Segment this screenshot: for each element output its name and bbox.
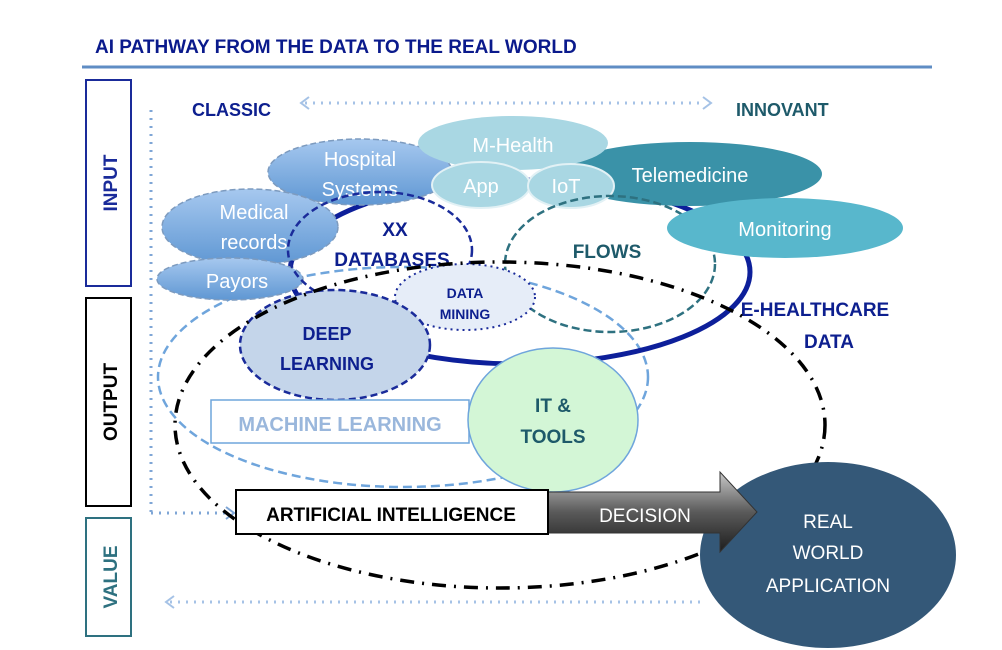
- artificial-intelligence-label: ARTIFICIAL INTELLIGENCE: [266, 505, 516, 526]
- monitoring-bubble: [667, 198, 903, 258]
- machine-learning-ellipse: [156, 265, 650, 489]
- deep-learning-label-1: DEEP: [302, 324, 351, 344]
- data-mining-bubble: [394, 263, 536, 331]
- mhealth-label: M-Health: [472, 135, 553, 157]
- deep-learning-bubble: [238, 288, 432, 402]
- hospital-label-2: Systems: [322, 179, 399, 201]
- ehealthcare-label-2: DATA: [804, 332, 854, 353]
- it-tools-label-1: IT &: [535, 396, 571, 417]
- classic-label: CLASSIC: [192, 100, 271, 120]
- telemedicine-bubble: [558, 142, 822, 206]
- axis-right-arrowhead: [702, 96, 713, 110]
- it-tools-label-2: TOOLS: [520, 427, 585, 448]
- mhealth-bubble: [418, 116, 608, 170]
- machine-learning-label: MACHINE LEARNING: [238, 414, 441, 436]
- real-world-label-3: APPLICATION: [766, 576, 890, 597]
- telemedicine-label: Telemedicine: [632, 165, 749, 187]
- decision-arrow: [539, 470, 758, 554]
- decision-label: DECISION: [599, 506, 691, 527]
- real-world-label-1: REAL: [803, 512, 853, 533]
- data-mining-label-2: MINING: [440, 306, 491, 322]
- flows-ellipse: [503, 194, 717, 334]
- flows-label: FLOWS: [573, 242, 642, 263]
- artificial-intelligence-box: [235, 489, 549, 535]
- databases-label: DATABASES: [334, 250, 449, 271]
- return-arrowhead: [164, 595, 175, 609]
- payors-label: Payors: [206, 271, 268, 293]
- title: AI PATHWAY FROM THE DATA TO THE REAL WOR…: [95, 37, 577, 58]
- value-box: [85, 517, 132, 637]
- databases-ellipse: [286, 190, 474, 310]
- artificial-intelligence-ellipse: [173, 260, 827, 590]
- input-label: INPUT: [101, 154, 122, 211]
- value-arrowhead: [225, 506, 236, 520]
- real-world-application-bubble: [700, 462, 956, 648]
- iot-bubble: [527, 163, 615, 209]
- innovant-label: INNOVANT: [736, 100, 829, 120]
- output-label: OUTPUT: [101, 363, 122, 442]
- it-tools-bubble: [467, 347, 639, 493]
- input-box: [85, 79, 132, 287]
- ehealthcare-label-1: E-HEALTHCARE: [741, 300, 889, 321]
- iot-label: IoT: [552, 176, 581, 198]
- monitoring-label: Monitoring: [738, 219, 831, 241]
- real-world-label-2: WORLD: [793, 543, 864, 564]
- hospital-label-1: Hospital: [324, 149, 396, 171]
- output-box: [85, 297, 132, 507]
- deep-learning-label-2: LEARNING: [280, 354, 374, 374]
- medical-label-1: Medical: [220, 202, 289, 224]
- data-mining-label-1: DATA: [447, 285, 484, 301]
- payors-bubble: [156, 257, 304, 301]
- app-label: App: [463, 176, 499, 198]
- axis-left-arrowhead: [299, 96, 310, 110]
- xx-label: XX: [382, 220, 408, 241]
- medical-label-2: records: [221, 232, 288, 254]
- value-label: VALUE: [101, 546, 122, 609]
